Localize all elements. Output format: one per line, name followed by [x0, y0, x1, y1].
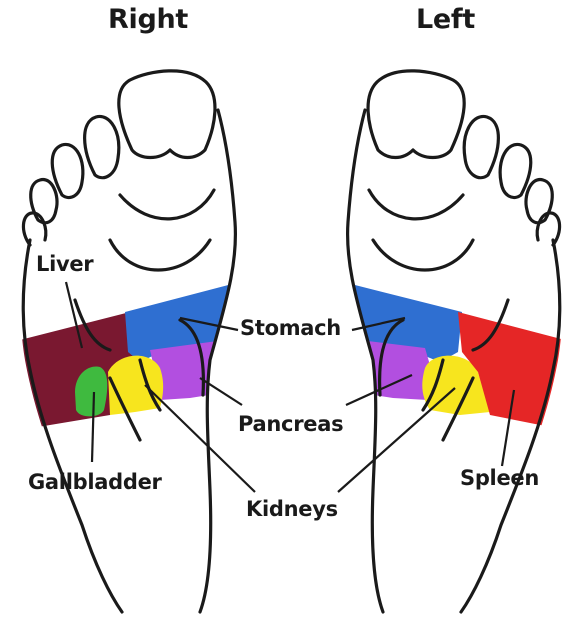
liver-leader	[64, 281, 84, 349]
gallbladder-zone	[75, 366, 108, 417]
gallbladder-label: Gallbladder	[28, 470, 162, 494]
left-foot-title: Left	[416, 4, 475, 35]
right-foot	[21, 69, 238, 614]
right-arch-line	[73, 298, 205, 397]
left-toe-5	[535, 211, 562, 247]
right-foot-outline	[21, 108, 238, 614]
pancreas-zone-left	[347, 338, 432, 400]
liver-label: Liver	[36, 252, 94, 276]
spleen-leader	[500, 389, 516, 467]
gallbladder-leader	[90, 391, 96, 463]
kidneys-label: Kidneys	[246, 497, 338, 521]
stomach-label: Stomach	[240, 316, 341, 340]
left-toe-4	[524, 177, 554, 225]
kidneys-leader-left	[337, 387, 456, 493]
right-toe-2	[83, 114, 121, 180]
right-foot-title: Right	[108, 4, 189, 35]
right-ball-arc	[108, 188, 216, 272]
left-toe-2	[462, 114, 500, 180]
kidney-zone	[108, 355, 164, 415]
stomach-leader-left	[351, 316, 406, 332]
kidneys-leader-right	[144, 384, 256, 493]
right-toe-5	[21, 211, 48, 247]
pancreas-leader-left	[345, 373, 413, 407]
right-big-toe	[117, 69, 217, 160]
left-foot-outline	[345, 108, 562, 614]
spleen-label: Spleen	[460, 466, 539, 490]
pancreas-leader-right	[199, 377, 243, 406]
left-arch-line	[378, 298, 510, 397]
right-toe-3	[50, 142, 85, 200]
pancreas-label: Pancreas	[238, 412, 344, 436]
left-kidney-lines	[421, 358, 475, 442]
left-big-toe	[366, 69, 466, 160]
liver-zone	[20, 312, 136, 430]
leader-lines	[64, 281, 516, 493]
left-toe-3	[498, 142, 533, 200]
stomach-leader-right	[179, 316, 239, 332]
right-toe-4	[29, 177, 59, 225]
left-ball-arc	[367, 188, 475, 272]
left-foot	[345, 69, 562, 614]
